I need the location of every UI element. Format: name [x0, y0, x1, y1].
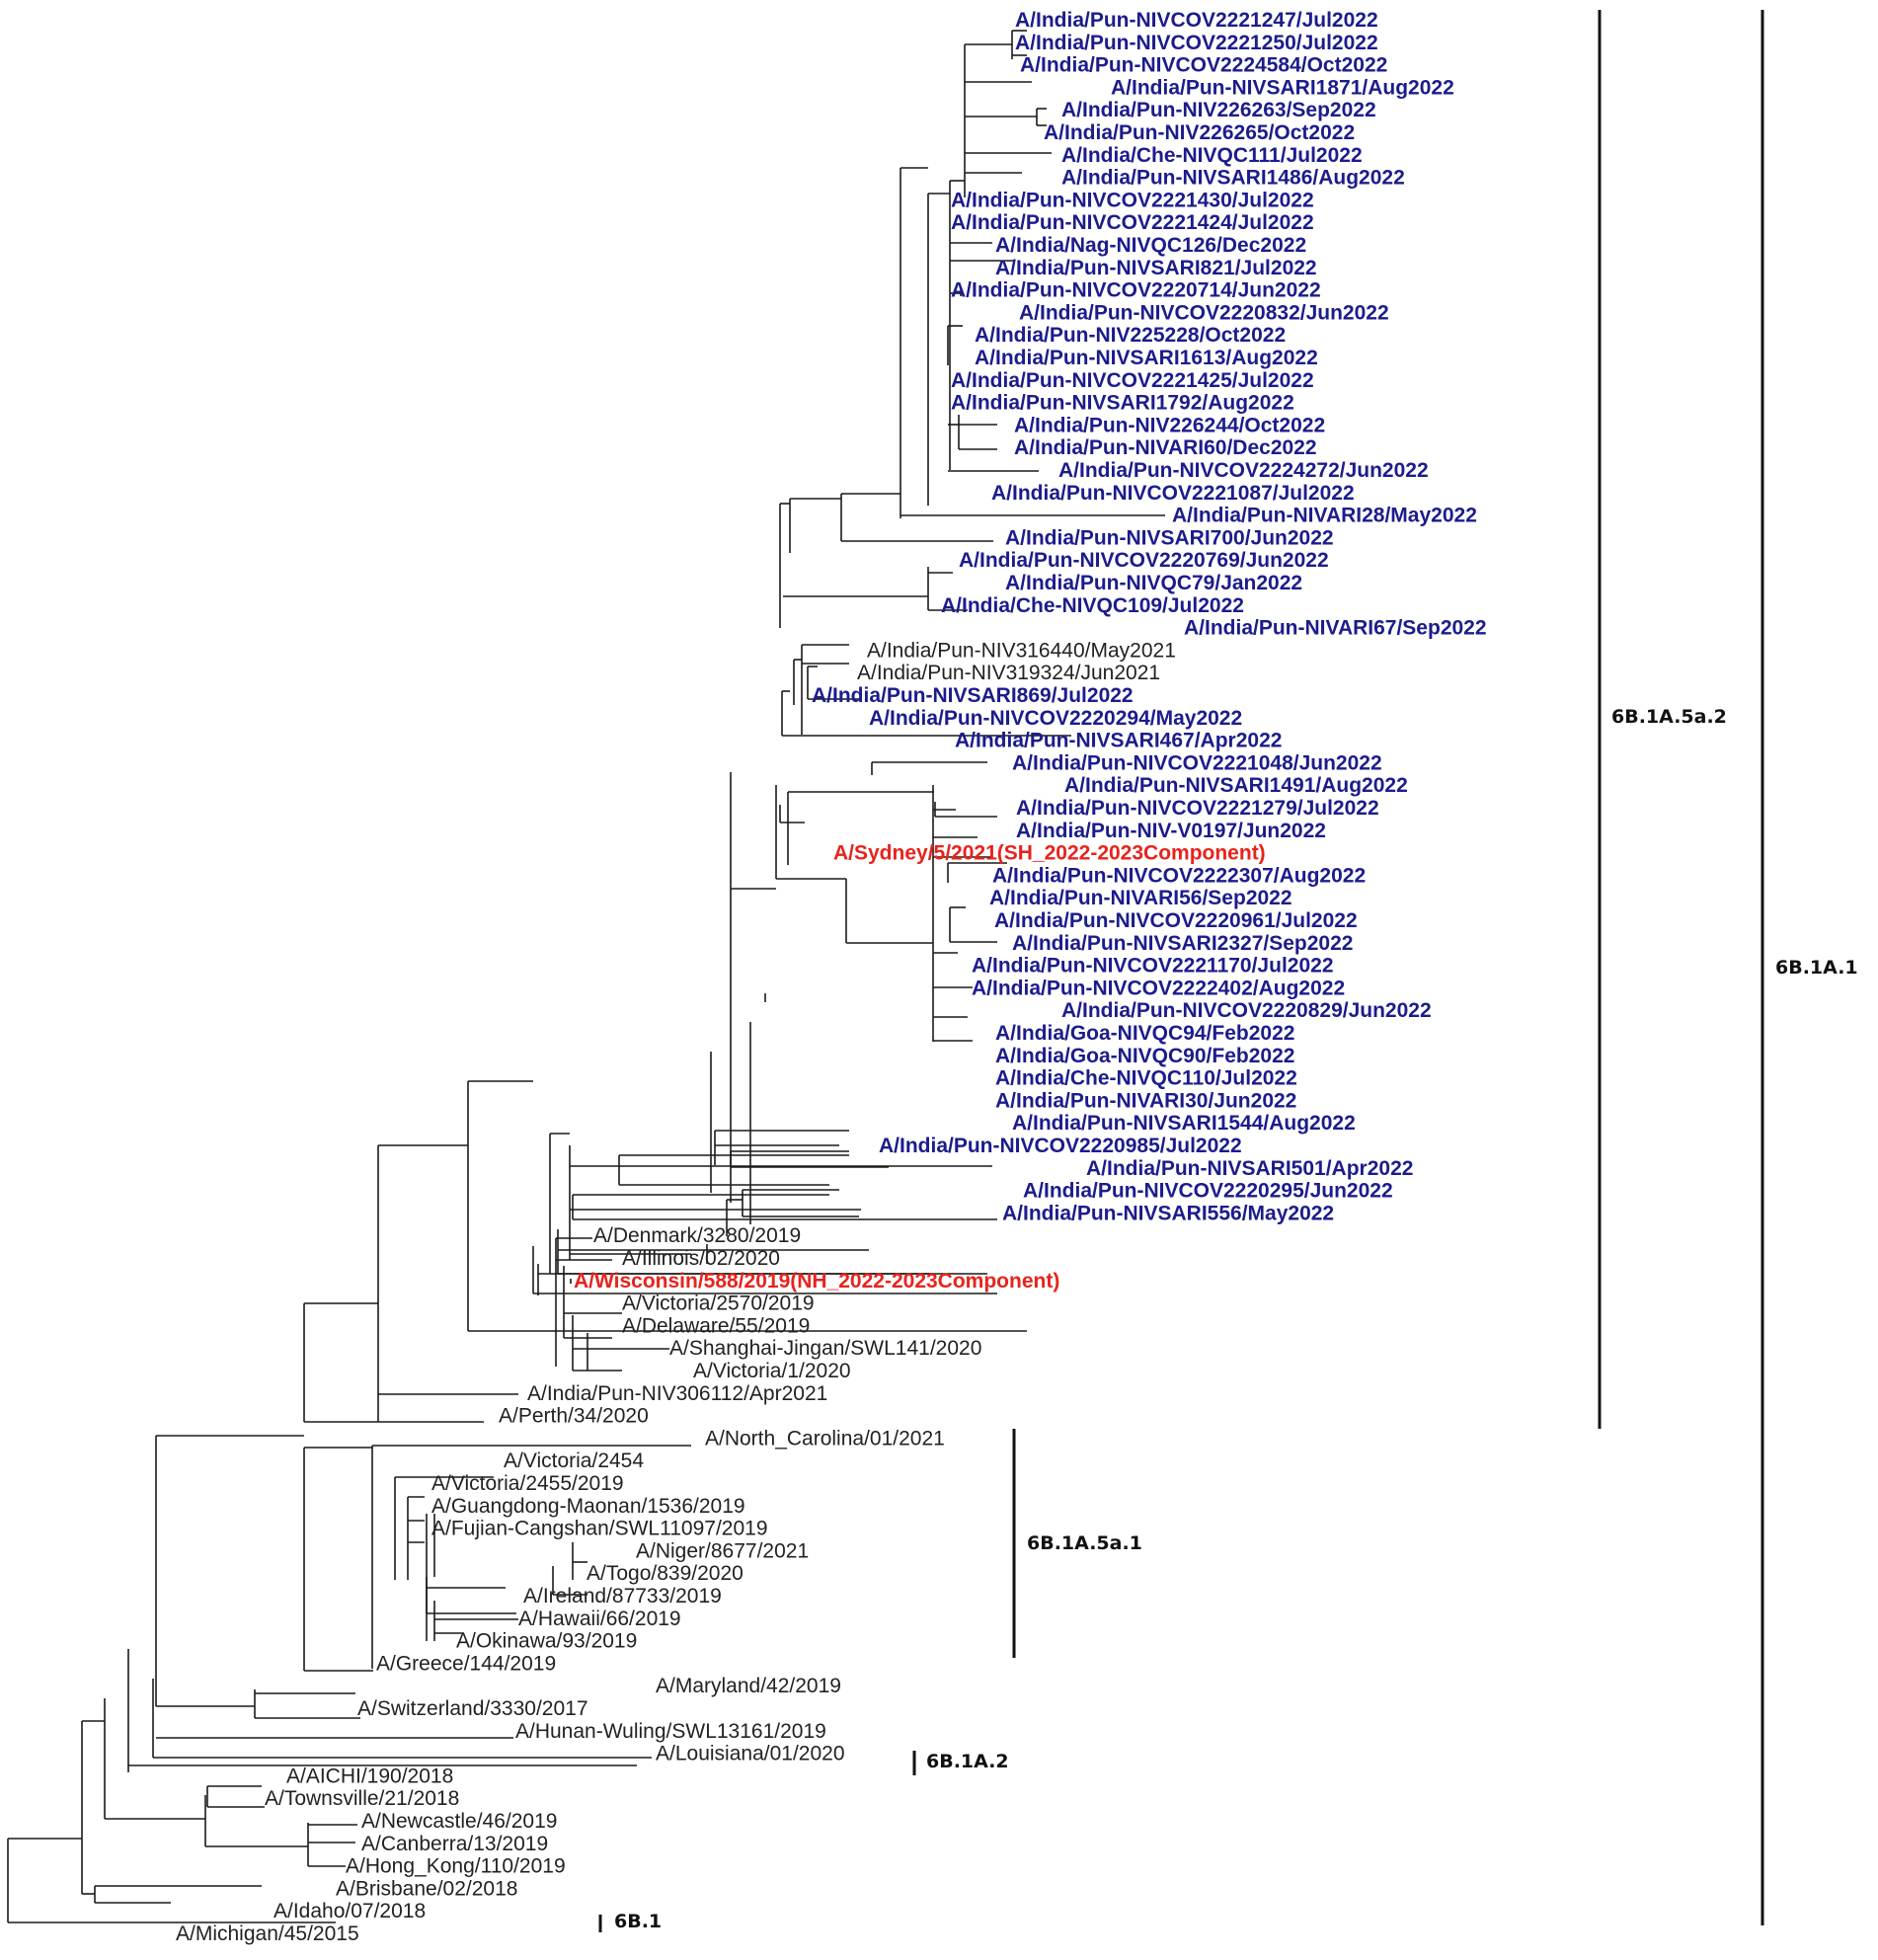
tree-leaf-label: A/India/Pun-NIVCOV2221048/Jun2022 [1012, 751, 1382, 774]
tree-leaf-label: A/Wisconsin/588/2019(NH_2022-2023Compone… [574, 1270, 1059, 1293]
tree-leaf-label: A/India/Pun-NIVSARI1792/Aug2022 [951, 392, 1294, 415]
tree-leaf-label: A/India/Pun-NIVCOV2222307/Aug2022 [992, 864, 1366, 887]
tree-leaf-label: A/India/Pun-NIVCOV2221250/Jul2022 [1015, 32, 1378, 54]
tree-leaf-label: A/Greece/144/2019 [376, 1652, 556, 1675]
tree-leaf-label: A/India/Goa-NIVQC94/Feb2022 [995, 1022, 1294, 1045]
tree-leaf-label: A/India/Pun-NIVCOV2221170/Jul2022 [972, 955, 1334, 978]
clade-label: 6B.1A.1 [1775, 957, 1858, 979]
tree-leaf-label: A/India/Pun-NIVSARI1491/Aug2022 [1064, 774, 1408, 797]
tree-leaf-label: A/India/Pun-NIVCOV2224272/Jun2022 [1058, 459, 1429, 482]
tree-leaf-label: A/Hong_Kong/110/2019 [346, 1855, 566, 1878]
tree-leaf-label: A/India/Pun-NIVCOV2221425/Jul2022 [951, 369, 1314, 392]
tree-leaf-label: A/Victoria/2455/2019 [431, 1472, 624, 1495]
tree-leaf-label: A/Togo/839/2020 [587, 1562, 743, 1585]
tree-leaf-label: A/Victoria/1/2020 [693, 1360, 851, 1382]
tree-leaf-label: A/Delaware/55/2019 [622, 1314, 810, 1337]
tree-leaf-label: A/India/Pun-NIVCOV2224584/Oct2022 [1020, 54, 1387, 77]
tree-leaf-label: A/India/Pun-NIVCOV2220829/Jun2022 [1061, 999, 1432, 1022]
tree-leaf-label: A/India/Pun-NIVSARI1486/Aug2022 [1061, 167, 1405, 190]
tree-leaf-label: A/India/Pun-NIVARI60/Dec2022 [1014, 436, 1317, 459]
tree-leaf-label: A/India/Pun-NIVCOV2221279/Jul2022 [1016, 797, 1379, 820]
tree-leaf-label: A/India/Pun-NIVSARI1544/Aug2022 [1012, 1112, 1356, 1135]
tree-leaf-label: A/Maryland/42/2019 [656, 1675, 841, 1697]
tree-leaf-label: A/Guangdong-Maonan/1536/2019 [431, 1495, 745, 1518]
tree-leaf-label: A/Canberra/13/2019 [361, 1833, 548, 1855]
tree-leaf-label: A/India/Pun-NIV316440/May2021 [867, 639, 1176, 662]
tree-leaf-label: A/India/Pun-NIVSARI556/May2022 [1002, 1202, 1334, 1224]
tree-leaf-label: A/Illinois/02/2020 [622, 1247, 780, 1270]
tree-leaf-label: A/India/Pun-NIV306112/Apr2021 [527, 1382, 827, 1405]
tree-leaf-label: A/Fujian-Cangshan/SWL11097/2019 [431, 1518, 768, 1540]
tree-leaf-label: A/India/Pun-NIVSARI1613/Aug2022 [975, 347, 1318, 369]
tree-leaf-label: A/Louisiana/01/2020 [656, 1743, 845, 1765]
tree-leaf-label: A/AICHI/190/2018 [286, 1764, 453, 1787]
leaf-labels: A/India/Pun-NIVCOV2221247/Jul2022A/India… [176, 9, 1487, 1945]
tree-leaf-label: A/India/Pun-NIVSARI821/Jul2022 [995, 257, 1317, 279]
clade-label: 6B.1 [614, 1911, 662, 1932]
tree-leaf-label: A/India/Pun-NIV225228/Oct2022 [975, 324, 1286, 347]
tree-branches [7, 30, 1165, 1923]
tree-leaf-label: A/India/Pun-NIV226263/Sep2022 [1061, 99, 1376, 121]
tree-leaf-label: A/India/Pun-NIVCOV2220769/Jun2022 [959, 549, 1329, 572]
tree-leaf-label: A/Townsville/21/2018 [265, 1787, 459, 1810]
tree-leaf-label: A/North_Carolina/01/2021 [705, 1427, 945, 1450]
tree-leaf-label: A/India/Pun-NIVCOV2220714/Jun2022 [951, 279, 1321, 302]
tree-leaf-label: A/Idaho/07/2018 [274, 1900, 426, 1922]
tree-leaf-label: A/Perth/34/2020 [499, 1405, 649, 1428]
tree-leaf-label: A/Brisbane/02/2018 [336, 1877, 517, 1900]
tree-leaf-label: A/Sydney/5/2021(SH_2022-2023Component) [833, 842, 1266, 865]
tree-leaf-label: A/Shanghai-Jingan/SWL141/2020 [669, 1337, 981, 1360]
clade-label: 6B.1A.5a.1 [1027, 1532, 1142, 1554]
tree-leaf-label: A/India/Pun-NIV-V0197/Jun2022 [1016, 820, 1326, 842]
tree-leaf-label: A/India/Pun-NIVCOV2221424/Jul2022 [951, 211, 1314, 234]
tree-leaf-label: A/India/Pun-NIVCOV2221247/Jul2022 [1015, 9, 1378, 32]
tree-leaf-label: A/India/Che-NIVQC109/Jul2022 [941, 594, 1244, 617]
tree-leaf-label: A/India/Pun-NIVCOV2220832/Jun2022 [1019, 301, 1389, 324]
tree-leaf-label: A/India/Pun-NIVCOV2220961/Jul2022 [994, 909, 1358, 932]
tree-leaf-label: A/India/Pun-NIVARI67/Sep2022 [1184, 617, 1487, 640]
tree-leaf-label: A/India/Pun-NIV226244/Oct2022 [1014, 414, 1325, 436]
tree-leaf-label: A/India/Pun-NIVSARI869/Jul2022 [812, 684, 1134, 707]
tree-leaf-label: A/India/Pun-NIVSARI1871/Aug2022 [1111, 76, 1454, 99]
tree-leaf-label: A/India/Pun-NIVQC79/Jan2022 [1005, 572, 1302, 594]
tree-leaf-label: A/India/Pun-NIVSARI501/Apr2022 [1086, 1157, 1413, 1180]
tree-leaf-label: A/India/Che-NIVQC110/Jul2022 [995, 1067, 1297, 1090]
tree-leaf-label: A/India/Pun-NIVCOV2221430/Jul2022 [951, 189, 1314, 211]
tree-leaf-label: A/India/Pun-NIVCOV2220294/May2022 [869, 707, 1242, 730]
clade-label: 6B.1A.2 [926, 1751, 1009, 1772]
tree-leaf-label: A/Hunan-Wuling/SWL13161/2019 [515, 1720, 826, 1743]
tree-leaf-label: A/Switzerland/3330/2017 [357, 1697, 588, 1720]
tree-leaf-label: A/India/Pun-NIVARI28/May2022 [1172, 505, 1477, 527]
tree-leaf-label: A/India/Pun-NIVARI30/Jun2022 [995, 1089, 1296, 1112]
tree-leaf-label: A/India/Pun-NIVARI56/Sep2022 [989, 887, 1292, 909]
tree-leaf-label: A/Okinawa/93/2019 [456, 1630, 637, 1653]
tree-leaf-label: A/Niger/8677/2021 [636, 1539, 809, 1562]
tree-leaf-label: A/Victoria/2570/2019 [622, 1293, 815, 1315]
tree-leaf-label: A/India/Pun-NIV226265/Oct2022 [1044, 121, 1355, 144]
tree-leaf-label: A/India/Pun-NIV319324/Jun2021 [857, 662, 1160, 684]
tree-leaf-label: A/India/Pun-NIVCOV2220295/Jun2022 [1023, 1180, 1393, 1203]
tree-leaf-label: A/India/Pun-NIVCOV2221087/Jul2022 [991, 482, 1355, 505]
tree-leaf-label: A/India/Pun-NIVSARI467/Apr2022 [955, 730, 1282, 752]
tree-leaf-label: A/India/Pun-NIVSARI700/Jun2022 [1005, 526, 1334, 549]
tree-leaf-label: A/Denmark/3280/2019 [593, 1224, 801, 1247]
tree-leaf-label: A/India/Pun-NIVCOV2222402/Aug2022 [972, 977, 1345, 999]
tree-leaf-label: A/India/Pun-NIVCOV2220985/Jul2022 [879, 1135, 1242, 1157]
tree-leaf-label: A/India/Nag-NIVQC126/Dec2022 [995, 234, 1306, 257]
tree-leaf-label: A/Michigan/45/2015 [176, 1922, 359, 1945]
tree-leaf-label: A/Newcastle/46/2019 [361, 1810, 557, 1833]
tree-leaf-label: A/India/Pun-NIVSARI2327/Sep2022 [1012, 932, 1353, 955]
tree-leaf-label: A/Victoria/2454 [504, 1450, 644, 1472]
tree-leaf-label: A/India/Goa-NIVQC90/Feb2022 [995, 1045, 1294, 1067]
tree-leaf-label: A/Ireland/87733/2019 [523, 1585, 722, 1607]
clade-label: 6B.1A.5a.2 [1611, 706, 1727, 728]
clade-annotations: 6B.1A.5a.2 6B.1A.1 6B.1A.5a.1 6B.1A.2 6B.1 [598, 10, 1858, 1932]
tree-leaf-label: A/India/Che-NIVQC111/Jul2022 [1061, 144, 1363, 167]
tree-leaf-label: A/Hawaii/66/2019 [518, 1607, 681, 1630]
